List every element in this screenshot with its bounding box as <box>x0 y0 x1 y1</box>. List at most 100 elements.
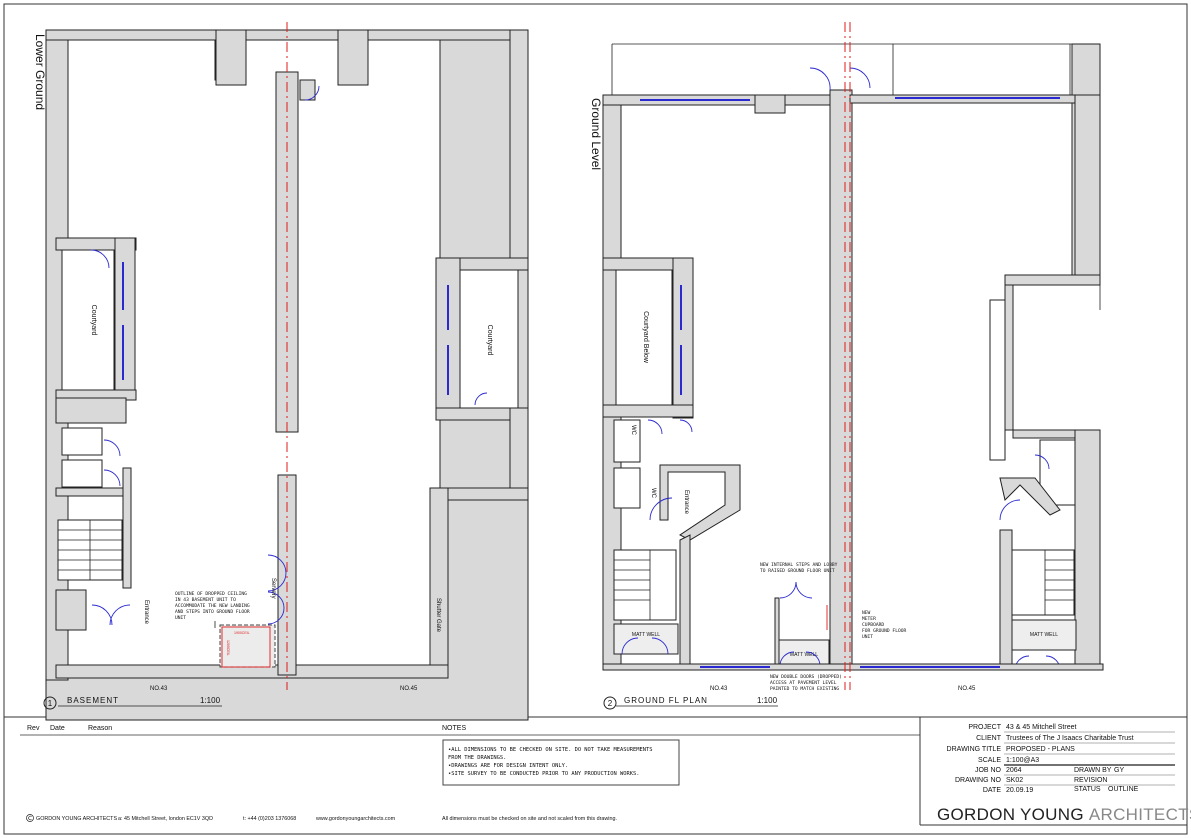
basement-plan: Courtyard Courtyard Entrance Servery Shu… <box>33 22 529 721</box>
courtyard-right-label: Courtyard <box>486 325 493 356</box>
svg-text:DATE: DATE <box>983 787 1001 794</box>
svg-text:SCALE: SCALE <box>978 757 1001 764</box>
doors-note: NEW DOUBLE DOORS (DROPPED) ACCESS AT PAV… <box>770 674 842 692</box>
wall-segment <box>337 29 369 86</box>
wall-segment <box>114 237 136 399</box>
wall-segment <box>754 94 786 114</box>
svg-text:NEW: NEW <box>862 610 871 616</box>
servery-label: Servery <box>270 578 276 599</box>
footer-website: www.gordonyoungarchitects.com <box>315 816 396 822</box>
unit-left-label: NO.43 <box>710 686 728 692</box>
unit-left-label: NO.43 <box>150 686 168 692</box>
svg-text:•SITE SURVEY TO BE CONDUCTED P: •SITE SURVEY TO BE CONDUCTED PRIOR TO AN… <box>448 771 639 777</box>
svg-text:NEW DOUBLE DOORS (DROPPED): NEW DOUBLE DOORS (DROPPED) <box>770 674 842 680</box>
wall-segment <box>602 404 694 418</box>
client-value: Trustees of The J Isaacs Charitable Trus… <box>1006 735 1134 742</box>
unit-right-label: NO.45 <box>958 686 976 692</box>
wall-segment <box>429 487 449 679</box>
courtyard-left <box>61 249 115 391</box>
dim-vertical: 1200CEIL <box>226 640 230 656</box>
ground-plan: Courtyard Below WC WC Entrance MATT WELL… <box>589 22 1104 710</box>
wc-cubicle <box>61 459 103 488</box>
dropped-ceiling-outline <box>219 624 276 668</box>
wall-segment <box>1074 429 1101 671</box>
wall-segment <box>509 29 529 261</box>
footer: GORDON YOUNG ARCHITECTS a: 45 Mitchell S… <box>26 814 617 822</box>
rear-extension <box>989 299 1006 461</box>
dimension-box <box>221 626 271 668</box>
wall-segment <box>679 534 691 671</box>
plan-number: 1 <box>48 699 53 708</box>
footer-copyright: GORDON YOUNG ARCHITECTS <box>36 816 117 822</box>
level-label: Lower Ground <box>33 34 47 110</box>
footer-address: a: 45 Mitchell Street, london EC1V 3QD <box>118 816 213 822</box>
courtyard-below-label: Courtyard Below <box>642 311 649 364</box>
copyright-c-glyph <box>28 815 32 821</box>
courtyard-below <box>615 269 673 406</box>
plan-scale: 1:100 <box>757 696 778 705</box>
svg-text:ACCESS AT PAVEMENT LEVEL: ACCESS AT PAVEMENT LEVEL <box>770 680 837 686</box>
plan-scale: 1:100 <box>200 696 221 705</box>
wall-segment <box>55 397 127 424</box>
date-value: 20.09.19 <box>1006 787 1033 794</box>
notes-section: NOTES •ALL DIMENSIONS TO BE CHECKED ON S… <box>442 725 680 786</box>
plan-title: GROUND FL PLAN <box>624 696 708 705</box>
wall-segment <box>774 597 780 671</box>
svg-text:OUTLINE OF DROPPED CEILING: OUTLINE OF DROPPED CEILING <box>175 591 247 597</box>
matt-well <box>1011 619 1077 651</box>
servery-doors <box>267 554 287 625</box>
svg-text:CLIENT: CLIENT <box>976 735 1002 742</box>
stair <box>57 519 123 581</box>
svg-text:DRAWING TITLE: DRAWING TITLE <box>947 746 1002 753</box>
matt-well <box>613 623 679 655</box>
svg-text:UNIT: UNIT <box>862 634 873 640</box>
title-block: PROJECT 43 & 45 Mitchell Street CLIENT T… <box>919 717 1191 826</box>
plan-title: BASEMENT <box>67 696 119 705</box>
steps-note: NEW INTERNAL STEPS AND LOBBY TO RAISED G… <box>760 562 838 574</box>
wc-room <box>613 467 641 509</box>
drawn-by-value: GY <box>1114 767 1124 774</box>
party-wall-lower <box>277 474 297 676</box>
svg-text:UNIT: UNIT <box>175 615 186 621</box>
wall-segment <box>122 467 132 589</box>
date-header: Date <box>50 725 65 732</box>
svg-text:STATUS: STATUS <box>1074 786 1101 793</box>
shutter-gate-label: Shutter Gate <box>435 598 441 633</box>
matt-well-label: MATT WELL <box>790 652 818 658</box>
project-value: 43 & 45 Mitchell Street <box>1006 724 1076 731</box>
plan-number-circle <box>43 696 57 710</box>
entrance-walls <box>659 464 741 541</box>
svg-text:METER: METER <box>862 616 876 622</box>
svg-text:TO RAISED GROUND FLOOR UNIT: TO RAISED GROUND FLOOR UNIT <box>760 568 835 574</box>
svg-text:PROJECT: PROJECT <box>968 724 1001 731</box>
footer-phone: t: +44 (0)203 1376068 <box>243 816 296 822</box>
wall-segment <box>1012 429 1079 439</box>
level-label: Ground Level <box>589 98 603 170</box>
unit-right-label: NO.45 <box>400 686 418 692</box>
svg-text:CUPBOARD: CUPBOARD <box>862 622 884 628</box>
wall-segment <box>509 407 529 499</box>
wall-segment <box>439 487 529 501</box>
svg-text:IN 43 BASEMENT UNIT TO: IN 43 BASEMENT UNIT TO <box>175 597 236 603</box>
svg-text:REVISION: REVISION <box>1074 777 1107 784</box>
angled-wall <box>999 477 1061 516</box>
matt-well-label: MATT WELL <box>632 632 660 638</box>
footer-disclaimer: All dimensions must be checked on site a… <box>442 816 617 822</box>
svg-text:PAINTED TO MATCH EXISTING: PAINTED TO MATCH EXISTING <box>770 686 839 692</box>
entrance-label: Entrance <box>683 490 689 515</box>
wall-segment <box>55 589 87 631</box>
scale-value: 1:100@A3 <box>1006 757 1039 764</box>
job-no-value: 2064 <box>1006 767 1022 774</box>
notes-heading: NOTES <box>442 725 466 732</box>
drawing-no-value: SK02 <box>1006 777 1023 784</box>
svg-text:AND STEPS INTO GROUND FLOOR: AND STEPS INTO GROUND FLOOR <box>175 609 250 615</box>
svg-text:•DRAWINGS ARE FOR DESIGN INTEN: •DRAWINGS ARE FOR DESIGN INTENT ONLY. <box>448 763 568 769</box>
party-wall <box>829 89 853 671</box>
wall-segment <box>672 257 694 419</box>
wall-segment <box>1004 284 1014 431</box>
matt-well-label: MATT WELL <box>1030 632 1058 638</box>
plan-number-circle <box>603 696 617 710</box>
matt-well <box>778 639 830 667</box>
